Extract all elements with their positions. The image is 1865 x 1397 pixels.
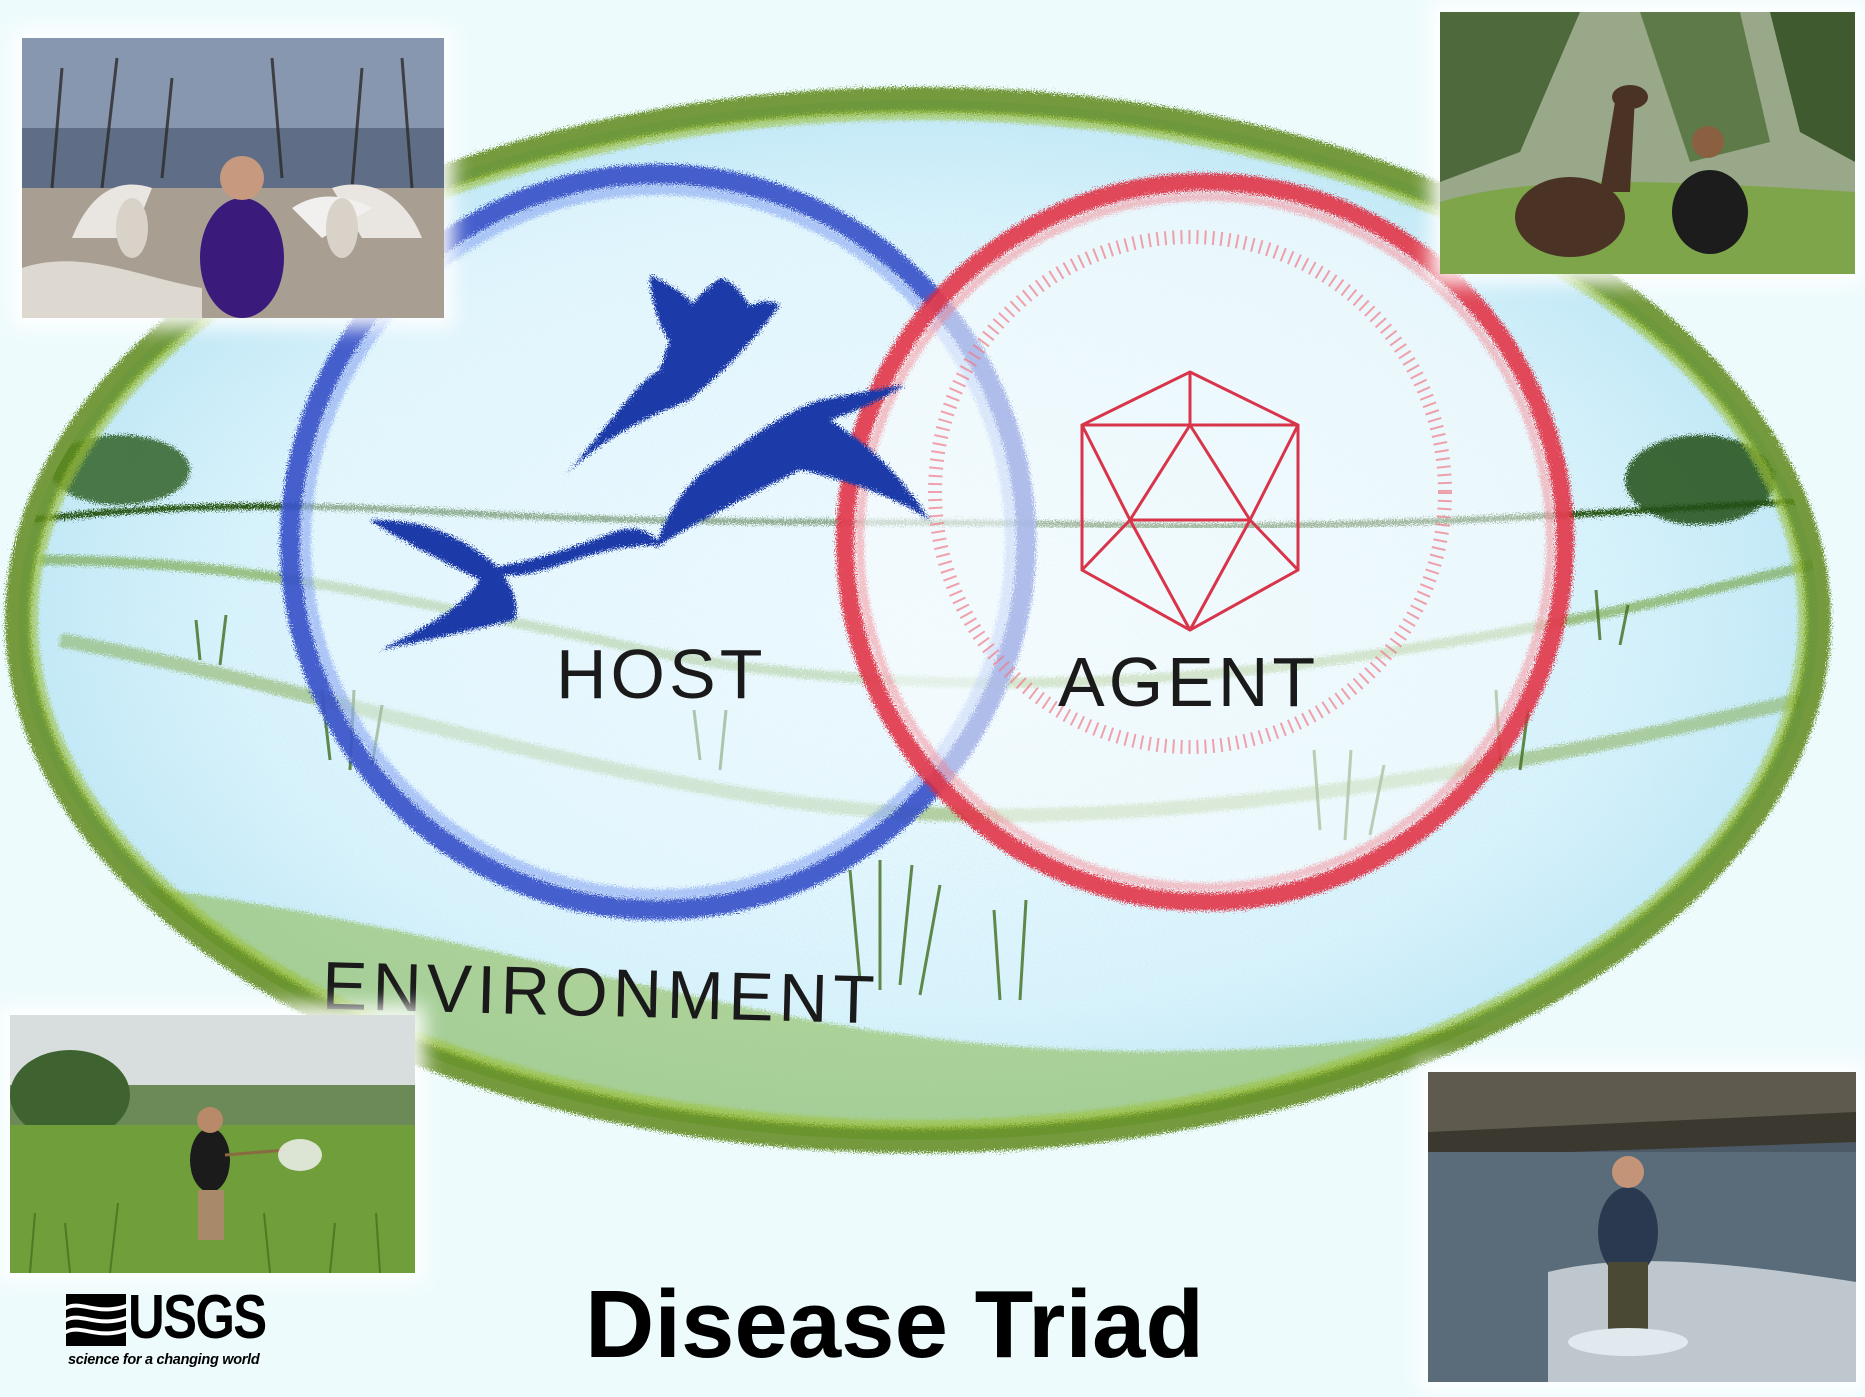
usgs-waves-icon bbox=[66, 1294, 126, 1346]
host-label: HOST bbox=[556, 635, 767, 713]
right-bush-icon bbox=[1625, 435, 1775, 525]
stream-sampling-photo bbox=[1428, 1072, 1856, 1382]
slide-title: Disease Triad bbox=[585, 1271, 1205, 1378]
field-netting-photo bbox=[10, 1015, 415, 1273]
agent-label: AGENT bbox=[1058, 643, 1320, 721]
usgs-tagline: science for a changing world bbox=[68, 1352, 260, 1368]
agent-circle bbox=[836, 173, 1574, 911]
llama-photo bbox=[1440, 12, 1855, 274]
usgs-logo: USGS science for a changing world bbox=[66, 1283, 296, 1374]
birds-icon bbox=[370, 275, 930, 650]
usgs-wordmark: USGS bbox=[128, 1283, 267, 1352]
virus-icosahedron-icon bbox=[1080, 370, 1300, 632]
falconer-photo bbox=[22, 38, 444, 318]
